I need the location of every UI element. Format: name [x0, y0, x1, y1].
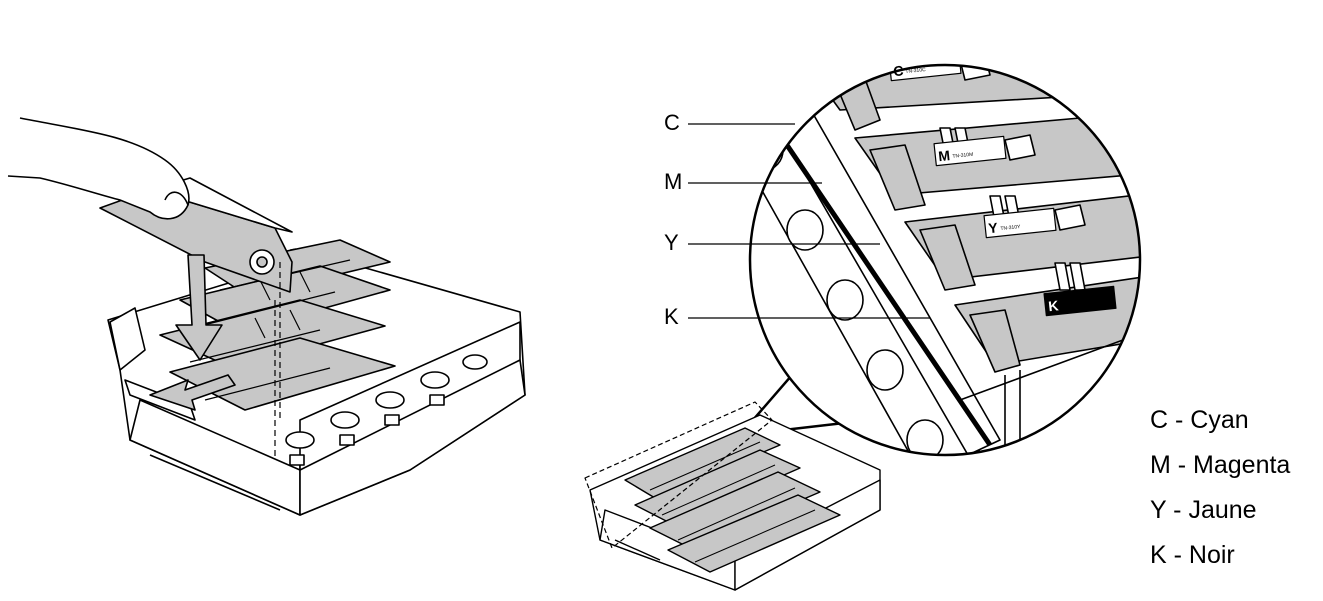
callout-y: Y: [664, 230, 679, 255]
legend-item-magenta: M - Magenta: [1150, 451, 1291, 479]
label-letter-k: K: [1048, 297, 1060, 314]
legend-item-cyan: C - Cyan: [1150, 406, 1249, 434]
callout-leaders: [688, 123, 930, 319]
small-drum-unit: [584, 401, 881, 591]
label-model-y: TN-310Y: [1000, 224, 1021, 232]
label-letter-y: Y: [988, 219, 1000, 236]
callout-c: C: [664, 110, 680, 135]
color-legend: C - Cyan M - Magenta Y - Jaune K - Noir: [1150, 408, 1290, 588]
label-model-c: TN-310C: [905, 67, 926, 75]
label-model-k: TN-310K: [1062, 302, 1083, 310]
callout-m: M: [664, 169, 683, 194]
left-drum-unit: [7, 117, 526, 516]
label-letter-m: M: [938, 147, 951, 164]
legend-item-yellow: Y - Jaune: [1150, 496, 1257, 524]
label-model-m: TN-310M: [952, 152, 973, 160]
legend-item-black: K - Noir: [1150, 541, 1235, 569]
callout-k: K: [664, 304, 679, 329]
